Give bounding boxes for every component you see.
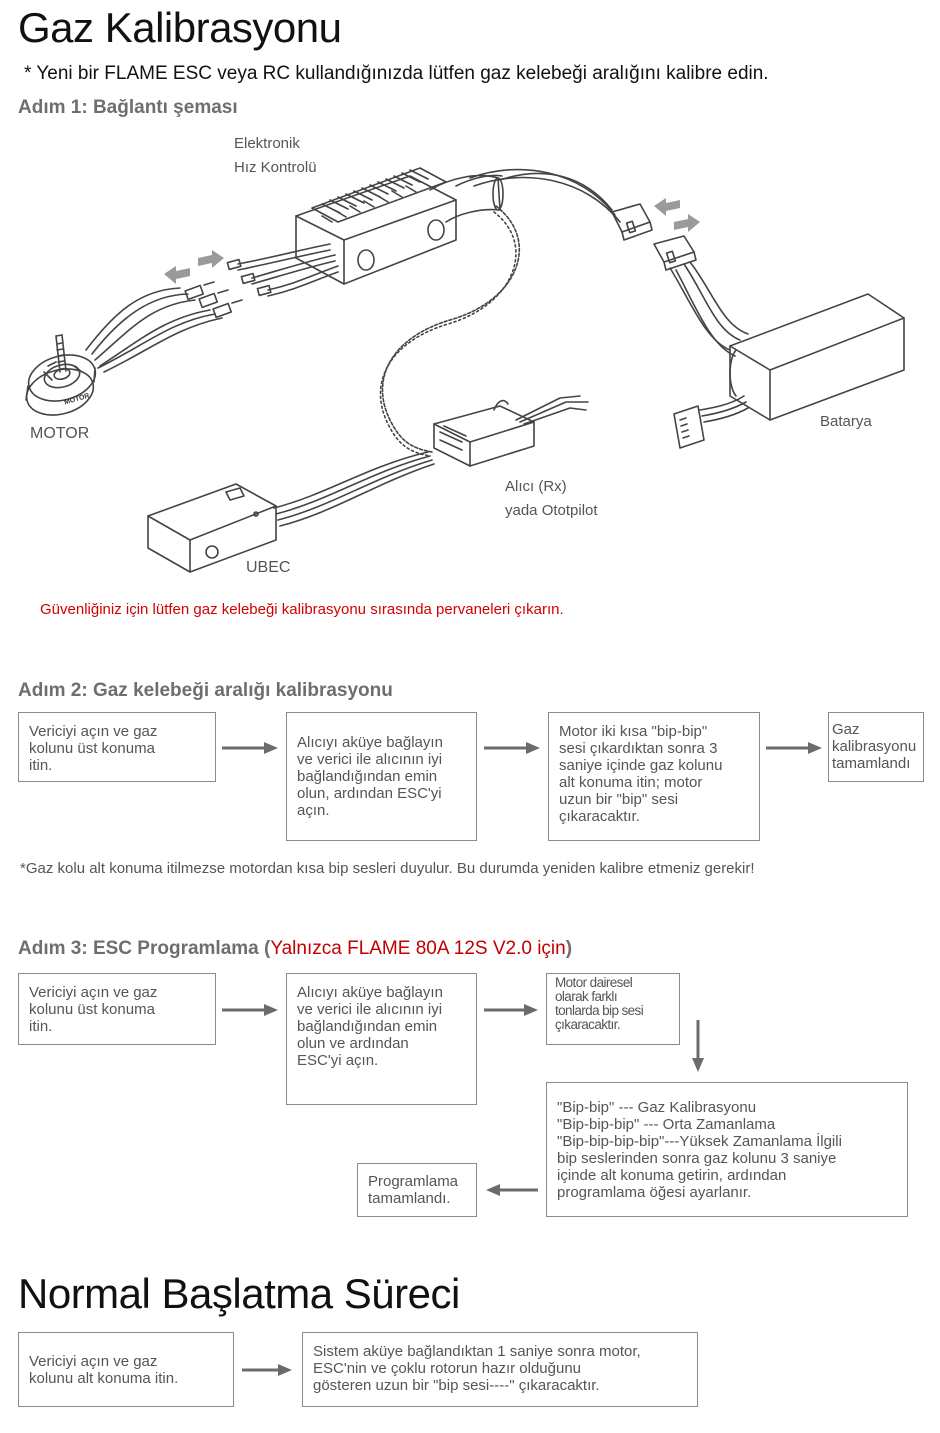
step2-box-2: Alıcıyı aküye bağlayın ve verici ile alı… <box>286 712 477 841</box>
step3-box-3-text: Motor dairesel olarak farklı tonlarda bi… <box>555 975 644 1032</box>
step3-heading-highlight: Yalnızca FLAME 80A 12S V2.0 için <box>270 938 566 959</box>
intro-text: * Yeni bir FLAME ESC veya RC kullandığın… <box>24 63 769 84</box>
normal-arrow <box>242 1364 292 1376</box>
esc-xt-connector <box>611 203 653 241</box>
step3-box-4: "Bip-bip" --- Gaz Kalibrasyonu "Bip-bip-… <box>546 1082 908 1217</box>
step2-box-3: Motor iki kısa "bip-bip" sesi çıkardıkta… <box>548 712 760 841</box>
battery-wires <box>669 261 749 357</box>
step3-heading-text: Adım 3: ESC Programlama ( <box>18 938 271 959</box>
battery-label: Batarya <box>820 413 872 430</box>
normal-box-2: Sistem aküye bağlandıktan 1 saniye sonra… <box>302 1332 698 1407</box>
step2-arrow-1 <box>222 742 278 754</box>
step2-box-1-text: Vericiyi açın ve gaz kolunu üst konuma i… <box>29 723 158 774</box>
step2-heading: Adım 2: Gaz kelebeği aralığı kalibrasyon… <box>18 680 393 701</box>
step3-box-2-text: Alıcıyı aküye bağlayın ve verici ile alı… <box>297 984 443 1069</box>
step3-heading-end: ) <box>565 938 573 959</box>
step3-box-2: Alıcıyı aküye bağlayın ve verici ile alı… <box>286 973 477 1105</box>
step2-arrow-3 <box>766 742 822 754</box>
step3-box-1-text: Vericiyi açın ve gaz kolunu üst konuma i… <box>29 984 158 1035</box>
esc-motor-wires <box>226 243 339 297</box>
normal-box-2-text: Sistem aküye bağlandıktan 1 saniye sonra… <box>313 1343 641 1394</box>
step3-box-5-text: Programlama tamamlandı. <box>368 1173 459 1207</box>
safety-warning: Güvenliğiniz için lütfen gaz kelebeği ka… <box>40 601 564 618</box>
step3-box-4-text: "Bip-bip" --- Gaz Kalibrasyonu "Bip-bip-… <box>557 1098 842 1201</box>
battery-drawing <box>673 293 905 449</box>
page-title: Gaz Kalibrasyonu <box>18 4 342 51</box>
ubec-wires <box>273 451 435 527</box>
step3-arrow-2 <box>484 1004 538 1016</box>
wiring-diagram <box>25 167 905 573</box>
step2-box-4: Gaz kalibrasyonu tamamlandı <box>828 712 924 782</box>
ubec-label: UBEC <box>246 559 291 576</box>
step3-box-1: Vericiyi açın ve gaz kolunu üst konuma i… <box>18 973 216 1045</box>
motor-label: MOTOR <box>30 425 90 442</box>
normal-box-1-text: Vericiyi açın ve gaz kolunu alt konuma i… <box>29 1352 179 1387</box>
motor-connectors <box>184 281 243 319</box>
esc-label: Elektronik Hız Kontrolü <box>234 135 317 176</box>
step2-box-4-text: Gaz kalibrasyonu tamamlandı <box>832 721 917 772</box>
receiver-drawing <box>433 395 589 467</box>
step3-arrow-1 <box>222 1004 278 1016</box>
step2-arrow-2 <box>484 742 540 754</box>
step2-box-1: Vericiyi açın ve gaz kolunu üst konuma i… <box>18 712 216 782</box>
step3-arrow-4 <box>486 1184 538 1196</box>
esc-battery-wires <box>469 168 621 223</box>
battery-xt-connector <box>653 235 697 271</box>
step3-box-5: Programlama tamamlandı. <box>357 1163 477 1217</box>
step3-arrow-3 <box>692 1020 704 1072</box>
motor-drawing <box>25 334 97 416</box>
step3-box-3: Motor dairesel olarak farklı tonlarda bi… <box>546 973 680 1045</box>
step3-heading: Adım 3: ESC Programlama (Yalnızca FLAME … <box>18 938 572 960</box>
direction-arrows <box>164 198 700 284</box>
receiver-label: Alıcı (Rx) yada Ototpilot <box>505 478 598 519</box>
normal-box-1: Vericiyi açın ve gaz kolunu alt konuma i… <box>18 1332 234 1407</box>
step2-box-3-text: Motor iki kısa "bip-bip" sesi çıkardıkta… <box>559 723 723 825</box>
signal-cable <box>379 205 521 457</box>
ubec-drawing <box>147 483 277 573</box>
step2-note: *Gaz kolu alt konuma itilmezse motordan … <box>20 860 755 877</box>
normal-heading: Normal Başlatma Süreci <box>18 1270 460 1317</box>
step2-box-2-text: Alıcıyı aküye bağlayın ve verici ile alı… <box>297 734 443 819</box>
step1-heading: Adım 1: Bağlantı şeması <box>18 97 238 118</box>
esc-drawing <box>295 167 504 285</box>
motor-wires <box>85 287 223 373</box>
